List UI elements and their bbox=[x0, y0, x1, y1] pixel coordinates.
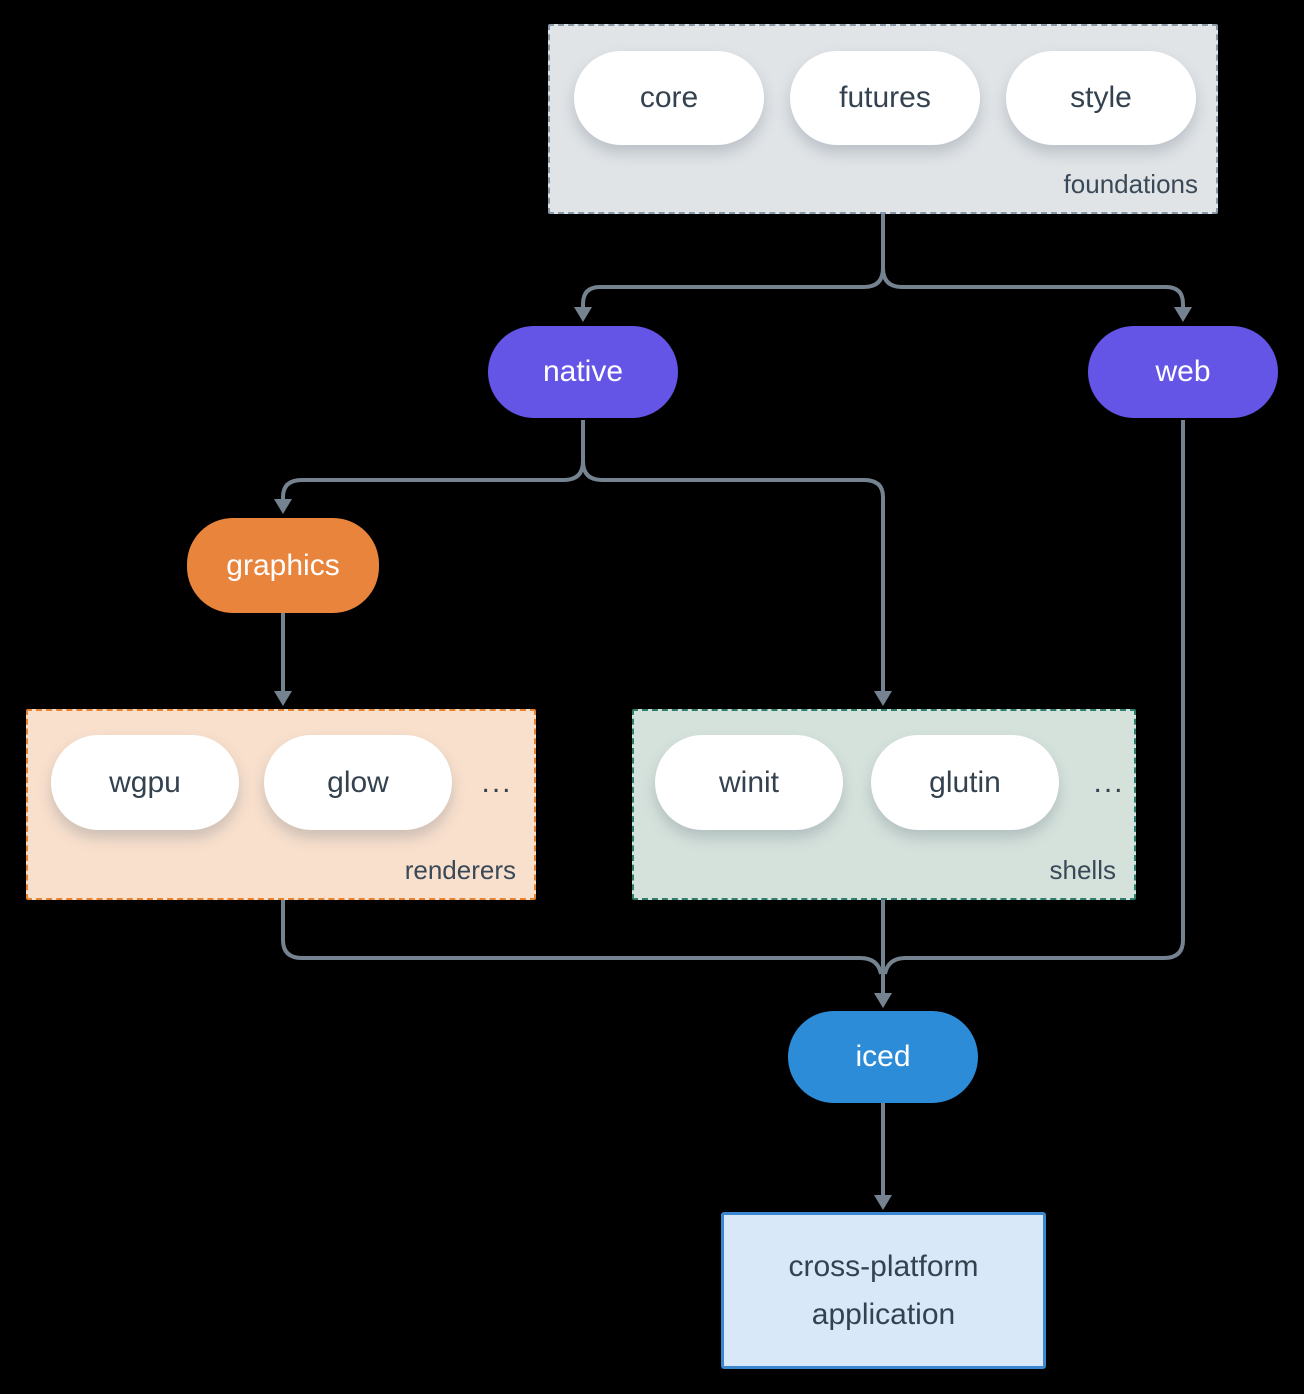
node-style-label: style bbox=[1070, 81, 1132, 114]
group-renderers-label: renderers bbox=[404, 855, 516, 885]
node-core-label: core bbox=[639, 81, 699, 114]
group-shells-label: shells bbox=[1049, 855, 1116, 885]
renderers-ellipsis: ... bbox=[481, 765, 513, 799]
node-glow-label: glow bbox=[327, 765, 389, 799]
arrowhead-native bbox=[574, 307, 592, 322]
node-wgpu: wgpu bbox=[51, 735, 239, 830]
connector-foundations-native bbox=[581, 214, 885, 310]
group-foundations: core futures style foundations bbox=[548, 24, 1218, 214]
arrowhead-graphics bbox=[274, 499, 292, 514]
node-graphics: graphics bbox=[187, 518, 379, 613]
node-core: core bbox=[574, 51, 764, 145]
group-renderers: wgpu glow ... renderers bbox=[26, 709, 536, 900]
node-native: native bbox=[488, 326, 678, 418]
node-web: web bbox=[1088, 326, 1278, 418]
node-native-label: native bbox=[542, 355, 624, 388]
node-graphics-label: graphics bbox=[226, 548, 340, 582]
connector-native-graphics bbox=[281, 420, 585, 502]
node-application-line1: cross-platform bbox=[788, 1249, 979, 1283]
node-winit: winit bbox=[655, 735, 843, 830]
connector-renderers-iced bbox=[281, 900, 883, 975]
node-application-line2: application bbox=[811, 1297, 956, 1331]
arrowhead-application bbox=[874, 1195, 892, 1210]
group-shells: winit glutin ... shells bbox=[632, 709, 1136, 900]
node-iced: iced bbox=[788, 1011, 978, 1103]
node-wgpu-label: wgpu bbox=[109, 765, 181, 799]
node-futures-label: futures bbox=[839, 81, 931, 114]
node-iced-label: iced bbox=[855, 1040, 911, 1073]
node-style: style bbox=[1006, 51, 1196, 145]
shells-ellipsis: ... bbox=[1093, 765, 1125, 799]
arrowhead-shells bbox=[874, 691, 892, 706]
node-glutin-label: glutin bbox=[929, 765, 1001, 799]
arrowhead-iced bbox=[874, 993, 892, 1008]
node-web-label: web bbox=[1155, 355, 1211, 388]
arrowhead-renderers bbox=[274, 691, 292, 706]
arrowhead-web bbox=[1174, 307, 1192, 322]
node-winit-label: winit bbox=[718, 765, 779, 799]
node-application: cross-platform application bbox=[721, 1212, 1046, 1369]
node-glutin: glutin bbox=[871, 735, 1059, 830]
connector-native-shells bbox=[581, 420, 885, 692]
node-futures: futures bbox=[790, 51, 980, 145]
node-glow: glow bbox=[264, 735, 452, 830]
connector-foundations-web bbox=[881, 214, 1185, 310]
group-foundations-label: foundations bbox=[1063, 169, 1198, 199]
